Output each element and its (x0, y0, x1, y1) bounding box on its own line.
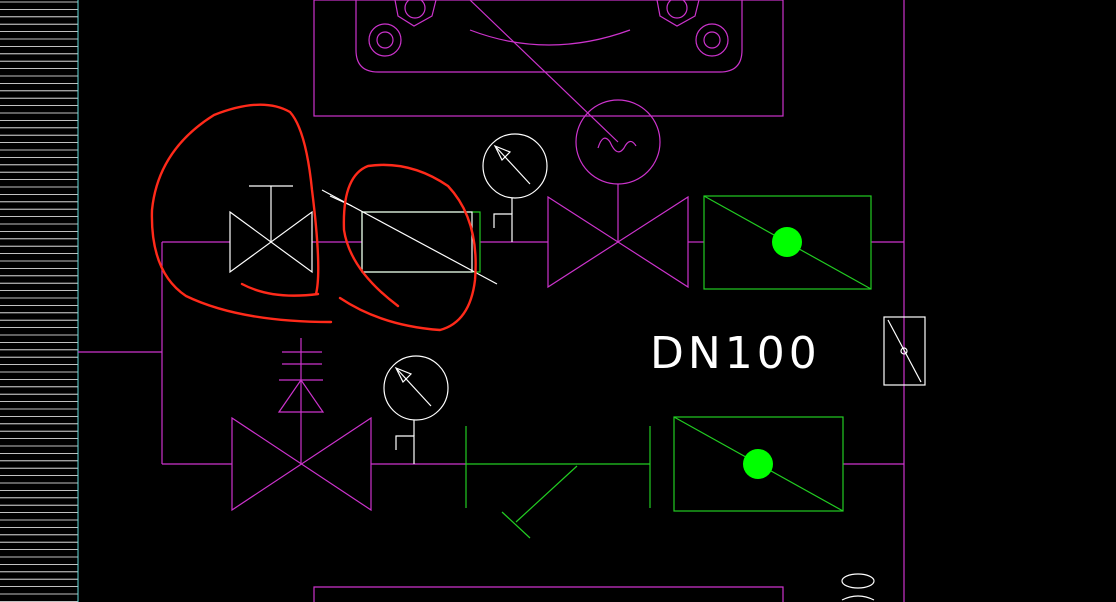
flow-device-upper (703, 195, 872, 290)
gate-valve-highlighted (229, 185, 313, 274)
pressure-gauge-upper (482, 133, 548, 242)
left-hatch-strip (0, 0, 79, 602)
riser-device (883, 316, 926, 386)
motorized-valve-upper (547, 195, 689, 289)
check-valve-lower (465, 426, 651, 539)
pump-housing (313, 0, 784, 143)
pipe-size-label: DN100 (650, 328, 821, 379)
markup-circle-strainer (338, 163, 477, 332)
markup-circle-valve (150, 103, 333, 324)
bottom-housing-edge (313, 586, 784, 602)
flow-device-lower (673, 416, 844, 512)
pressure-gauge-lower (383, 355, 449, 464)
indicator-dot-lower (743, 449, 773, 479)
cut-off-marking (841, 573, 875, 601)
strainer-highlighted (321, 189, 498, 285)
lower-valve-with-actuator (231, 338, 372, 512)
motor-symbol (575, 99, 661, 242)
upper-pipe-run (78, 241, 904, 464)
indicator-dot-upper (772, 227, 802, 257)
